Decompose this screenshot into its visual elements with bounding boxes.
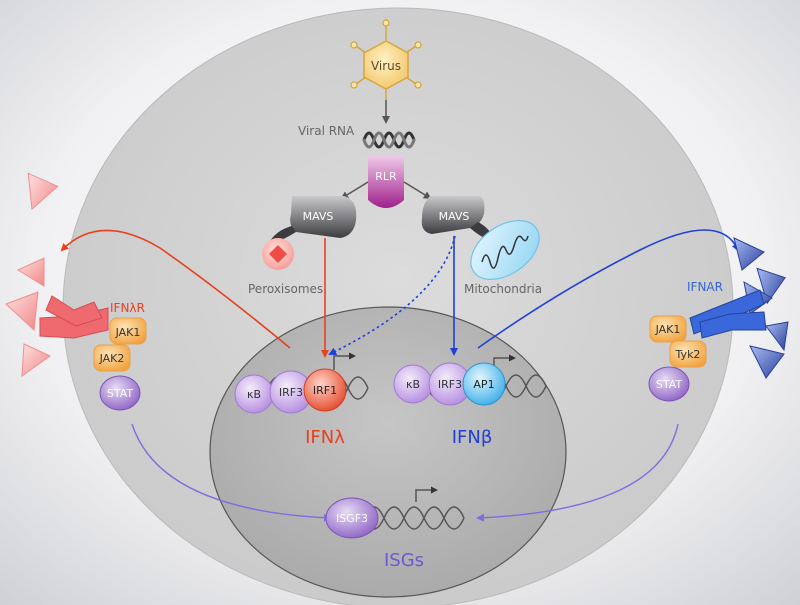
kb-right: κB <box>393 364 433 404</box>
ifnlr-receptor <box>39 295 109 339</box>
jak1-right-label: JAK1 <box>655 323 681 336</box>
jak1-left-label: JAK1 <box>115 326 141 339</box>
arrow-mavs-to-irf1-dotted <box>328 235 456 355</box>
arrow-ifnlambda-secretion <box>60 229 291 349</box>
irf1: IRF1 <box>303 368 347 412</box>
isgs-label: ISGs <box>384 550 424 571</box>
mitochondria-label: Mitochondria <box>464 282 542 296</box>
stat-right-label: STAT <box>656 378 683 391</box>
jak2-label: JAK2 <box>99 352 125 365</box>
rlr-receptor: RLR <box>368 156 404 208</box>
jak1-left: JAK1 <box>109 317 147 345</box>
dna-isgs <box>363 486 465 530</box>
viral-rna-label: Viral RNA <box>298 124 355 138</box>
kb-right-label: κB <box>406 378 420 391</box>
mavs-left-label: MAVS <box>303 210 334 223</box>
peroxisomes-label: Peroxisomes <box>248 282 323 296</box>
stat-left: STAT <box>99 375 141 411</box>
isgf3: ISGF3 <box>325 497 379 539</box>
mitochondrion <box>470 220 540 280</box>
peroxisome <box>262 238 294 270</box>
arrow-stat-right-to-isgs <box>476 423 679 522</box>
viral-rna-helix <box>362 131 416 149</box>
stat-right: STAT <box>648 366 690 402</box>
mavs-left: MAVS <box>268 196 357 244</box>
mavs-right-label: MAVS <box>439 210 470 223</box>
arrow-stat-left-to-isgf3 <box>131 423 332 522</box>
ifnbeta-gene-label: IFNβ <box>452 427 493 448</box>
ap1-label: AP1 <box>473 378 494 391</box>
ifnlambda-gene-label: IFNλ <box>305 427 345 448</box>
jak1-right: JAK1 <box>649 315 687 343</box>
ifnlr-label: IFNλR <box>110 301 145 315</box>
irf3-left: IRF3 <box>269 370 313 414</box>
stat-left-label: STAT <box>107 387 134 400</box>
kb-left: κB <box>234 374 274 414</box>
jak2: JAK2 <box>93 344 131 372</box>
isgf3-label: ISGF3 <box>336 512 368 525</box>
kb-left-label: κB <box>247 388 261 401</box>
arrow-ifnbeta-secretion <box>477 229 740 349</box>
virus-label: Virus <box>371 59 401 73</box>
arrow-rlr-to-mavs-left <box>340 181 369 200</box>
ifnlambda-ligands <box>5 172 59 378</box>
ifnar-label: IFNAR <box>687 280 723 294</box>
irf1-label: IRF1 <box>313 384 337 397</box>
ap1: AP1 <box>462 362 506 406</box>
arrow-rlr-to-mavs-right <box>403 181 432 200</box>
tyk2: Tyk2 <box>669 340 707 368</box>
irf3-right-label: IRF3 <box>438 378 462 391</box>
rlr-label: RLR <box>375 170 397 183</box>
virus-particle: Virus <box>350 19 422 100</box>
ifnar-receptor <box>689 289 767 339</box>
irf3-left-label: IRF3 <box>279 386 303 399</box>
tyk2-label: Tyk2 <box>675 348 701 361</box>
ifnbeta-ligands <box>733 237 789 379</box>
